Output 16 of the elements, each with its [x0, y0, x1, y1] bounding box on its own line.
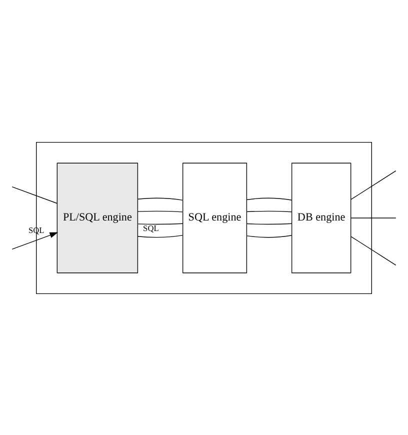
- connector: [137, 222, 184, 224]
- connector: [350, 170, 396, 200]
- node-box: SQL engine: [182, 162, 248, 273]
- connector: [350, 236, 396, 266]
- arrow: [12, 232, 58, 250]
- node-box: DB engine: [291, 162, 352, 273]
- connector: [246, 222, 292, 224]
- connector: [246, 197, 292, 200]
- connector: [137, 210, 184, 212]
- node-box: PL/SQL engine: [56, 162, 138, 273]
- connector: [137, 234, 184, 238]
- connector: [137, 197, 184, 200]
- connector: [246, 210, 292, 212]
- connector: [12, 186, 58, 204]
- connector: [350, 217, 396, 218]
- connector: [246, 234, 292, 238]
